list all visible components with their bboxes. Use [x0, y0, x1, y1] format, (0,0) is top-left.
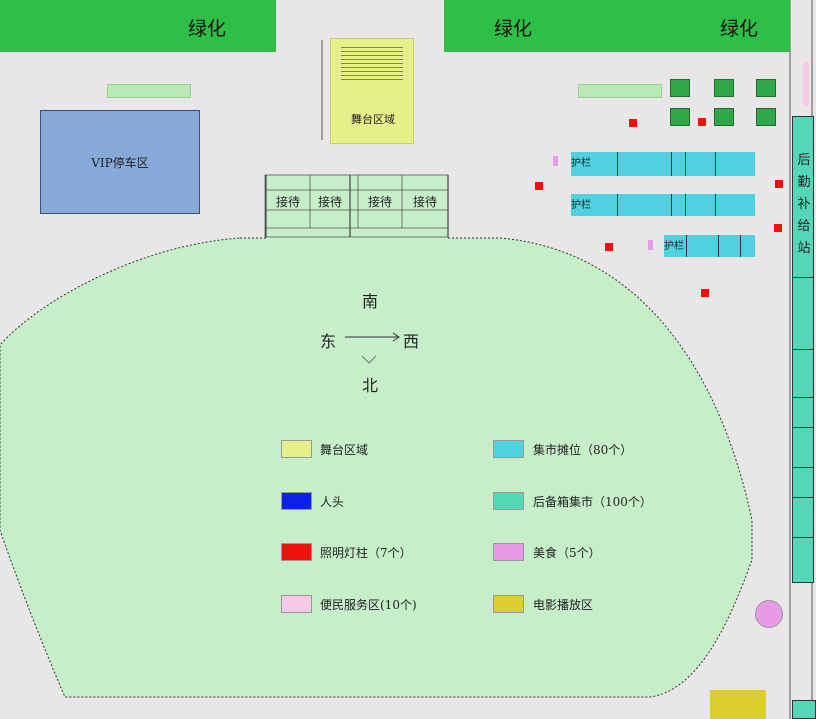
legend-swatch-person	[281, 492, 312, 510]
legend-swatch-trunk-market	[493, 492, 524, 510]
lamp-post[interactable]	[775, 180, 783, 188]
legend-label: 集市摊位（80个）	[533, 443, 633, 457]
legend-label: 人头	[320, 495, 345, 509]
lamp-post[interactable]	[605, 243, 613, 251]
legend-label: 后备箱集市（100个）	[533, 495, 652, 509]
legend-label: 电影播放区	[533, 598, 594, 612]
stage-label: 舞台区域	[351, 113, 395, 126]
market-row-label: 护栏	[571, 158, 591, 169]
legend-swatch-service	[281, 595, 312, 613]
legend-swatch-lamp	[281, 543, 312, 561]
legend-swatch-stage	[281, 440, 312, 458]
compass-south: 南	[362, 292, 379, 311]
booth-label: 接待	[317, 195, 342, 209]
compass-north: 北	[362, 376, 379, 395]
compass-west: 西	[403, 332, 420, 351]
booth-label: 接待	[412, 195, 437, 209]
lamp-post[interactable]	[629, 119, 637, 127]
food-stall[interactable]	[756, 79, 776, 97]
service-bar	[578, 84, 662, 98]
food-marker[interactable]	[648, 240, 653, 250]
service-bar	[107, 84, 191, 98]
movie-screening-area[interactable]	[710, 690, 766, 719]
vip-parking-area[interactable]: VIP停车区	[40, 110, 200, 214]
legend-label: 舞台区域	[320, 443, 369, 457]
food-stall[interactable]	[714, 79, 734, 97]
lamp-post[interactable]	[701, 289, 709, 297]
greenery-label: 绿化	[720, 18, 759, 40]
trunk-market-column[interactable]	[792, 116, 814, 583]
food-stall[interactable]	[756, 108, 776, 126]
lamp-post[interactable]	[535, 182, 543, 190]
lamp-post[interactable]	[774, 224, 782, 232]
legend-swatch-market	[493, 440, 524, 458]
trunk-market-stall[interactable]	[792, 700, 816, 719]
service-marker[interactable]	[803, 62, 809, 106]
greenery-strip-right: 绿化 绿化	[444, 0, 790, 52]
market-stall-row[interactable]: 护栏	[664, 235, 755, 257]
food-stall[interactable]	[670, 108, 690, 126]
legend-label: 便民服务区(10个)	[320, 598, 417, 612]
food-circle[interactable]	[755, 600, 783, 628]
market-stall-row[interactable]: 护栏	[571, 152, 755, 176]
market-row-label: 护栏	[571, 200, 591, 211]
lamp-post[interactable]	[698, 118, 706, 126]
compass-east: 东	[320, 332, 337, 351]
food-stall[interactable]	[670, 79, 690, 97]
greenery-label: 绿化	[494, 18, 533, 40]
booth-block	[264, 174, 449, 238]
legend-swatch-movie	[493, 595, 524, 613]
legend-swatch-food	[493, 543, 524, 561]
food-stall[interactable]	[714, 108, 734, 126]
greenery-label: 绿化	[188, 18, 227, 40]
vip-label: VIP停车区	[91, 155, 149, 170]
greenery-strip-left: 绿化	[0, 0, 276, 52]
legend-label: 美食（5个）	[533, 546, 601, 560]
lawn-area	[0, 231, 753, 698]
legend-label: 照明灯柱（7个）	[320, 546, 412, 560]
compass-arrow-icon	[345, 332, 400, 364]
booth-label: 接待	[275, 195, 300, 209]
food-marker[interactable]	[553, 156, 558, 166]
backstage-label: 后勤补给站	[797, 153, 811, 256]
market-row-label: 护栏	[664, 241, 684, 252]
market-stall-row[interactable]: 护栏	[571, 194, 755, 216]
stage-seating	[341, 47, 403, 83]
stage-area[interactable]: 舞台区域	[330, 38, 414, 144]
booth-label: 接待	[367, 195, 392, 209]
